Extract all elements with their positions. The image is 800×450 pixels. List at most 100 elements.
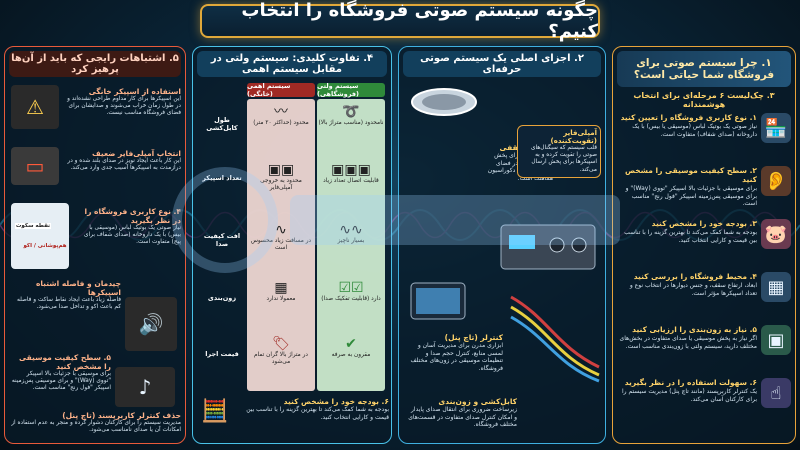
step-desc: ابعاد، ارتفاع سقف، و جنس دیوارها در انتخ…	[629, 282, 757, 297]
cell-text: محدود (حداکثر ۲۰ متر)	[253, 120, 309, 127]
mistake-4: چیدمان و فاصله اشتباه اسپیکرها فاصله زیا…	[11, 279, 121, 311]
column-pro-header: سیستم ولتی (فروشگاهی)	[317, 82, 385, 98]
cell-pro-quality: ∿∿بسیار ناچیز	[318, 222, 384, 245]
controller-block: کنترلر (تاچ پنل) ابزاری مدرن برای مدیریت…	[405, 333, 503, 372]
panel2-heading: ۲. اجزای اصلی یک سیستم صوتی حرفه‌ای	[403, 51, 601, 77]
mistake-6: حذف کنترلر کاربرپسند (تاچ پنل) مدیریت سی…	[11, 411, 181, 434]
short-cable-icon: 〰	[274, 104, 288, 120]
mistake-title: حذف کنترلر کاربرپسند (تاچ پنل)	[62, 411, 181, 420]
mistake-desc: این کار باعث ایجاد نویز در صدای بلند شده…	[67, 158, 181, 172]
touch-panel-icon	[410, 282, 466, 320]
mistake-5: ۵. سطح کیفیت موسیقی را مشخص کنید برای مو…	[11, 353, 111, 393]
step-title: ۱. نوع کاربری فروشگاه را تعیین کنید	[620, 113, 757, 122]
cable-coil-icon: ➰	[342, 104, 360, 120]
cabling-block: کابل‌کشی و زون‌بندی زیرساخت ضروری برای ا…	[407, 397, 517, 429]
mistake-title: ۵. سطح کیفیت موسیقی را مشخص کنید	[19, 353, 111, 371]
cell-pro-price: ✔مقرون به صرفه	[318, 336, 384, 359]
panel3-heading: ۴. تفاوت کلیدی: سیستم ولتی در مقابل سیست…	[197, 51, 387, 77]
price-check-icon: ✔	[345, 336, 357, 352]
cell-text: نامحدود (مناسب متراژ بالا)	[318, 120, 384, 127]
store-floor-map-icon	[11, 203, 69, 269]
column-home-bg	[247, 99, 315, 391]
cell-pro-cable: ➰نامحدود (مناسب متراژ بالا)	[318, 104, 384, 127]
cell-home-price: 🏷در متراژ بالا گران تمام می‌شود	[248, 336, 314, 366]
ear-icon: 👂	[761, 166, 791, 196]
floorplan-icon: ▦	[761, 272, 791, 302]
amplifier-desc: قلب سیستم که سیگنال‌های صوتی را تقویت کر…	[530, 145, 597, 173]
amplifier-title: آمپلی‌فایر (تقویت‌کننده)	[550, 129, 597, 145]
cell-text: دارد (قابلیت تفکیک صدا)	[321, 296, 381, 303]
cell-home-speakers: ▣▣محدود به خروجی آمپلی‌فایر	[248, 162, 314, 192]
cell-text: بسیار ناچیز	[337, 238, 365, 245]
sound-wave-icon: ∿∿	[339, 222, 363, 238]
panel-why-sound-system: ۱. چرا سیستم صوتی برای فروشگاه شما حیاتی…	[612, 46, 796, 444]
step-title: ۶. سهولت استفاده را در نظر بگیرید	[624, 378, 757, 387]
cell-home-cable: 〰محدود (حداکثر ۲۰ متر)	[248, 104, 314, 127]
piggy-bank-icon: 🐷	[761, 219, 791, 249]
mistake-title: انتخاب آمپلی‌فایر ضعیف	[91, 149, 181, 158]
cell-home-zoning: ▦معمولا ندارد	[248, 280, 314, 303]
mistake-1: استفاده از اسپیکر خانگی این اسپیکرها برا…	[65, 87, 181, 118]
cell-text: محدود به خروجی آمپلی‌فایر	[260, 178, 302, 192]
panel-volt-vs-ohm: ۴. تفاوت کلیدی: سیستم ولتی در مقابل سیست…	[192, 46, 392, 444]
silent-spot-label: نقطه سکوت	[15, 223, 51, 229]
ceiling-speaker-icon	[411, 88, 477, 116]
checklist-title: ۳. چک‌لیست ۶ مرحله‌ای برای انتخاب هوشمند…	[633, 91, 775, 109]
cell-text: در متراژ بالا گران تمام می‌شود	[253, 352, 309, 366]
row-label-speakers: تعداد اسپیکر	[202, 174, 242, 182]
step-desc: بودجه به شما کمک می‌کند تا بهترین گزینه …	[624, 229, 757, 244]
cell-text: در مسافت زیاد محسوس است	[250, 238, 312, 252]
mistake-desc: برای موسیقی با جزئیات بالا اسپیکر "تووی …	[11, 371, 111, 392]
comparison-table: سیستم ولتی (فروشگاهی) سیستم اهمی (خانگی)…	[199, 82, 385, 393]
cell-text: معمولا ندارد	[266, 296, 296, 303]
budget-desc: بودجه به شما کمک می‌کند تا بهترین گزینه …	[246, 406, 389, 421]
panel1-heading: ۱. چرا سیستم صوتی برای فروشگاه شما حیاتی…	[617, 51, 791, 87]
step-title: ۵. نیاز به زون‌بندی را ارزیابی کنید	[632, 325, 757, 334]
row-label-quality: افت کیفیت صدا	[203, 232, 241, 248]
cell-pro-zoning: ☑☑دارد (قابلیت تفکیک صدا)	[318, 280, 384, 303]
mistake-title: استفاده از اسپیکر خانگی	[88, 87, 181, 96]
amplifier-callout: آمپلی‌فایر (تقویت‌کننده) قلب سیستم که سی…	[517, 125, 601, 178]
budget-block: ۶. بودجه خود را مشخص کنید بودجه به شما ک…	[233, 397, 389, 421]
step-title: ۳. بودجه خود را مشخص کنید	[651, 219, 757, 228]
budget-title: ۶. بودجه خود را مشخص کنید	[283, 397, 389, 406]
panel4-heading: ۵. اشتباهات رایجی که باید از آن‌ها پرهیز…	[9, 51, 181, 77]
step-title: ۴. محیط فروشگاه را بررسی کنید	[633, 272, 757, 281]
page-title: چگونه سیستم صوتی فروشگاه را انتخاب کنیم؟	[241, 0, 598, 42]
speakers-many-icon: ▣▣▣	[331, 162, 371, 178]
step-desc: نیاز صوتی یک بوتیک لباس (موسیقی یا بیس) …	[632, 123, 757, 138]
mistake-desc: این اسپیکرها برای کار مداوم طراحی نشده‌ا…	[67, 96, 181, 117]
panel-common-mistakes: ۵. اشتباهات رایجی که باید از آن‌ها پرهیز…	[4, 46, 186, 444]
cables-icon	[510, 295, 600, 383]
column-pro-bg	[317, 99, 385, 391]
column-home-header: سیستم اهمی (خانگی)	[247, 82, 315, 98]
speakers-few-icon: ▣▣	[267, 162, 295, 178]
cell-text: مقرون به صرفه	[331, 352, 371, 359]
weak-amplifier-icon: ▭	[11, 147, 59, 185]
step-desc: برای موسیقی با جزئیات بالا اسپیکر "تووی …	[625, 185, 757, 207]
mistake-desc: فاصله زیاد باعث ایجاد نقاط ساکت و فاصله …	[16, 297, 121, 311]
checkmarks-icon: ☑☑	[338, 280, 364, 296]
price-tag-icon: 🏷	[272, 336, 290, 352]
touch-hand-icon: ☝	[761, 378, 791, 408]
music-quality-icon: ♪	[115, 367, 175, 407]
store-icon: 🏪	[761, 113, 791, 143]
mistake-title: چیدمان و فاصله اشتباه اسپیکرها	[35, 279, 121, 297]
cabling-title: کابل‌کشی و زون‌بندی	[438, 397, 517, 406]
amplifier-icon	[500, 224, 596, 270]
step-desc: یک کنترلر کاربرپسند (مانند تاچ پنل) مدیر…	[622, 388, 757, 403]
row-label-cable: طول کابل‌کشی	[206, 116, 238, 132]
echo-label: هم‌پوشانی / اکو	[23, 243, 67, 249]
step-desc: اگر نیاز به پخش موسیقی یا صدای متفاوت در…	[619, 335, 757, 350]
zones-icon: ▣	[761, 325, 791, 355]
home-speaker-warning-icon: ⚠	[11, 85, 59, 129]
calculator-icon: 🧮	[201, 399, 229, 424]
row-label-zoning: زون‌بندی	[207, 294, 237, 302]
weak-wave-icon: ∿	[275, 222, 287, 238]
cell-home-quality: ∿در مسافت زیاد محسوس است	[248, 222, 314, 252]
